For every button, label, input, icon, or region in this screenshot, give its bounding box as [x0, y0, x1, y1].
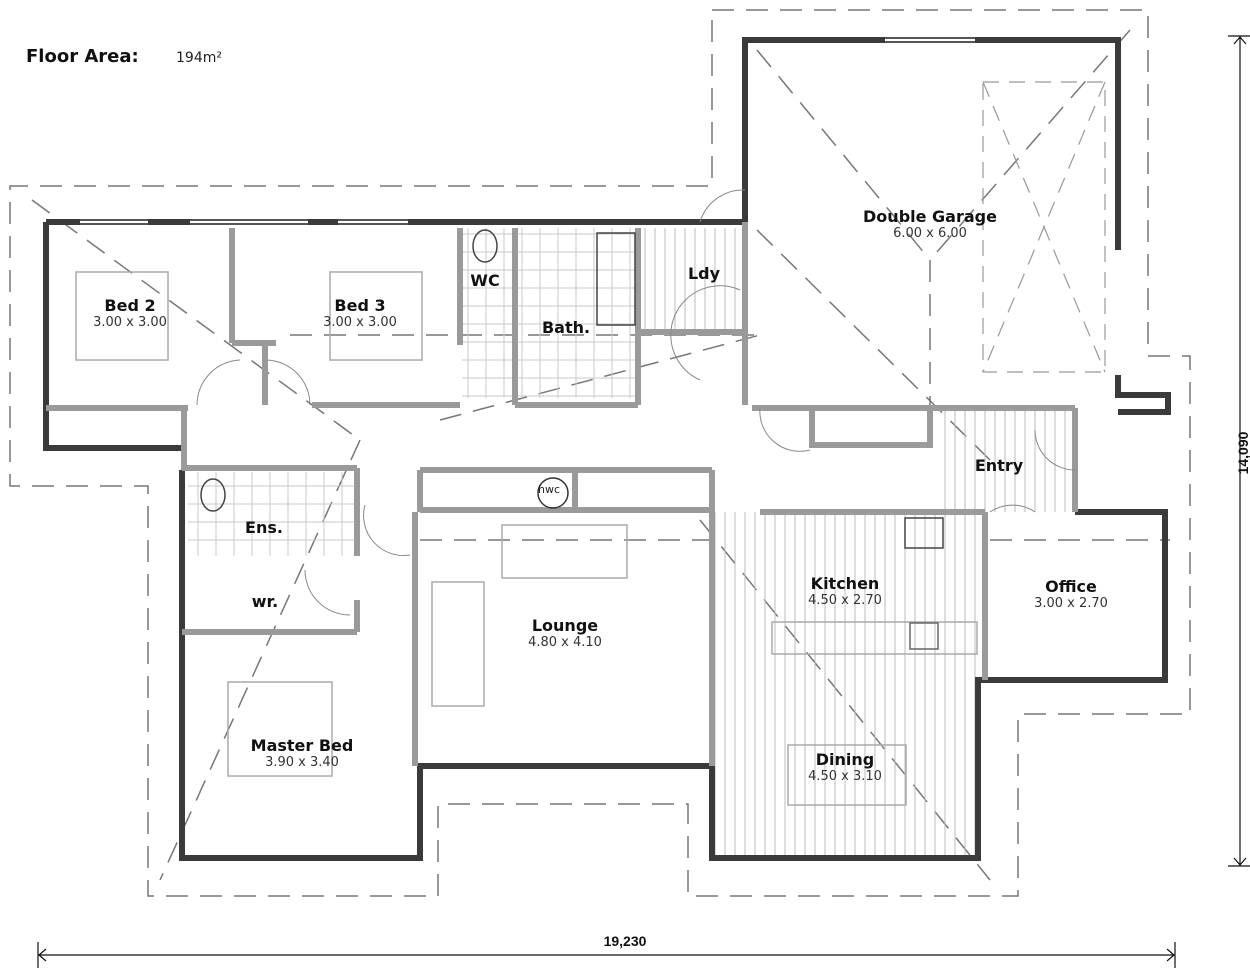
floor-area-value: 194m² — [176, 50, 222, 66]
timber-floor-entry — [937, 410, 1072, 512]
roof-outline — [9, 9, 1191, 897]
overall-width-label: 19,230 — [603, 933, 647, 949]
bathtub — [596, 232, 636, 326]
lounge-sofa — [501, 524, 628, 579]
floor-area-label: Floor Area: — [26, 46, 139, 67]
bed-2-bed — [75, 271, 169, 361]
overall-depth-label: 14,090 — [1235, 431, 1250, 475]
furniture — [75, 229, 978, 806]
kitchen-island — [771, 621, 978, 655]
hwc-label: hwc — [538, 483, 561, 496]
door-swings — [196, 189, 1076, 616]
lounge-armchair-sofa — [431, 581, 485, 707]
windows — [80, 37, 975, 225]
interior-walls — [46, 222, 1078, 766]
ensuite-toilet — [200, 478, 226, 512]
kitchen-sink — [909, 622, 939, 650]
tile-floor-ensuite — [188, 472, 354, 556]
timber-floor-laundry — [643, 228, 743, 332]
bed-3-bed — [329, 271, 423, 361]
timber-floor-kitchen-dining — [713, 512, 978, 860]
width-dimension-line — [37, 942, 1176, 968]
tile-floor-bath — [462, 228, 638, 398]
depth-dimension-line — [1228, 35, 1250, 867]
master-bed-bed — [227, 681, 333, 777]
wc-toilet — [472, 229, 498, 263]
dining-table — [787, 744, 907, 806]
garage-overhead-outline — [982, 81, 1106, 373]
hwc-cylinder — [537, 477, 569, 509]
cooktop — [904, 517, 944, 549]
